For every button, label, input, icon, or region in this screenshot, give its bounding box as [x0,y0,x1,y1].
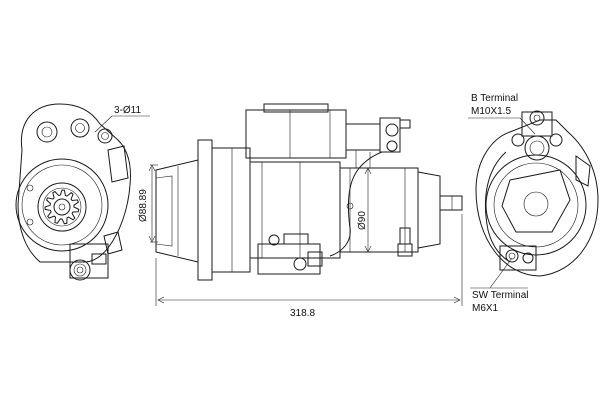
sw-terminal-title: SW Terminal [472,290,529,301]
overall-length-dimension: 318.8 [155,214,463,319]
front-view [15,103,131,281]
pinion-gear-outline [44,189,80,225]
pinion-gear-teeth [44,189,80,225]
hole-spec-callout: 3-Ø11 [94,105,150,133]
b-terminal-title: B Terminal [471,93,518,104]
hole-spec-label: 3-Ø11 [114,105,141,116]
body-dia-label: Ø90 [357,211,368,230]
b-terminal-thread: M10X1.5 [471,106,511,117]
pinion-dia-label: Ø88.89 [138,189,149,222]
rear-view [475,110,599,277]
side-view [155,103,463,281]
pinion-dia-dimension: Ø88.89 [138,164,158,243]
sw-terminal-callout: SW Terminal M6X1 [470,257,529,314]
sw-terminal-thread: M6X1 [472,303,499,314]
b-terminal-callout: B Terminal M10X1.5 [468,93,536,135]
body-dia-dimension: Ø90 [357,167,372,253]
overall-length-label: 318.8 [290,308,315,319]
